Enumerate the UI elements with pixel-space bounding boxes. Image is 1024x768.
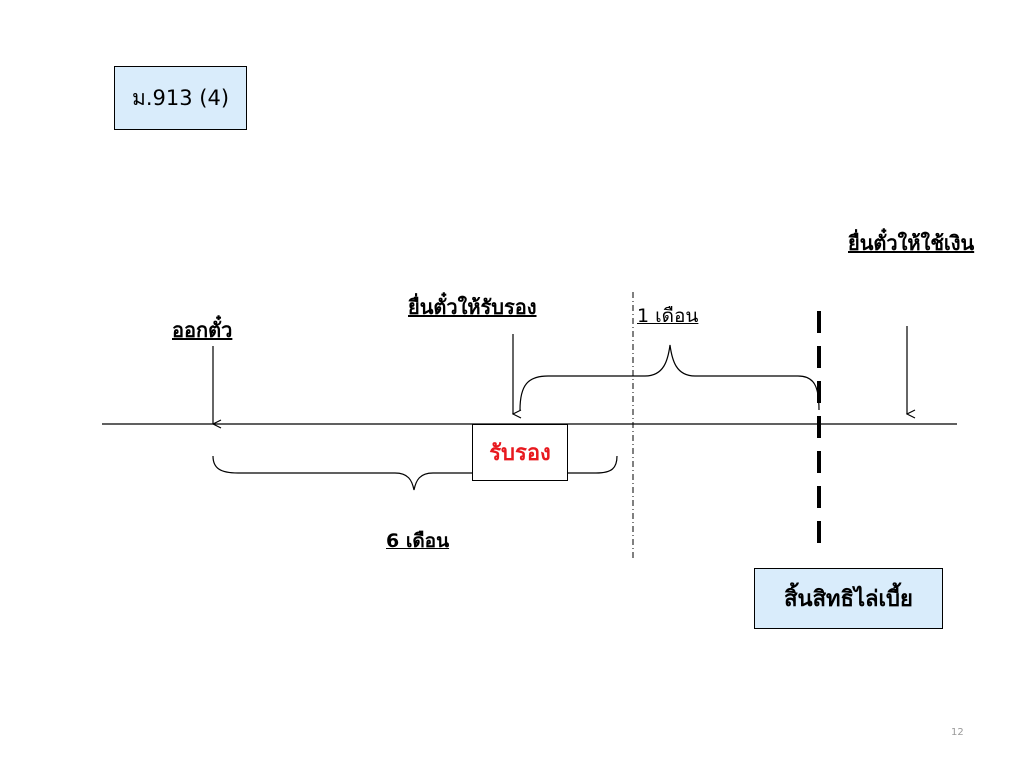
- issue-label: ออกตั๋ว: [172, 318, 233, 342]
- section-title-box: ม.913 (4): [114, 66, 247, 130]
- present-accept-label: ยื่นตั๋วให้รับรอง: [408, 295, 537, 319]
- result-box: สิ้นสิทธิไล่เบี้ย: [754, 568, 943, 629]
- present-pay-label: ยื่นตั๋วให้ใช้เงิน: [848, 231, 975, 255]
- page-number: 12: [951, 727, 964, 738]
- one-month-label: 1 เดือน: [637, 305, 699, 327]
- accept-box: รับรอง: [472, 424, 568, 481]
- section-title-text: ม.913 (4): [131, 85, 230, 110]
- one-month-brace: [519, 344, 820, 411]
- six-months-label: 6 เดือน: [386, 530, 450, 552]
- result-text: สิ้นสิทธิไล่เบี้ย: [784, 587, 913, 612]
- accept-text: รับรอง: [489, 441, 551, 466]
- six-months-brace: [212, 455, 618, 491]
